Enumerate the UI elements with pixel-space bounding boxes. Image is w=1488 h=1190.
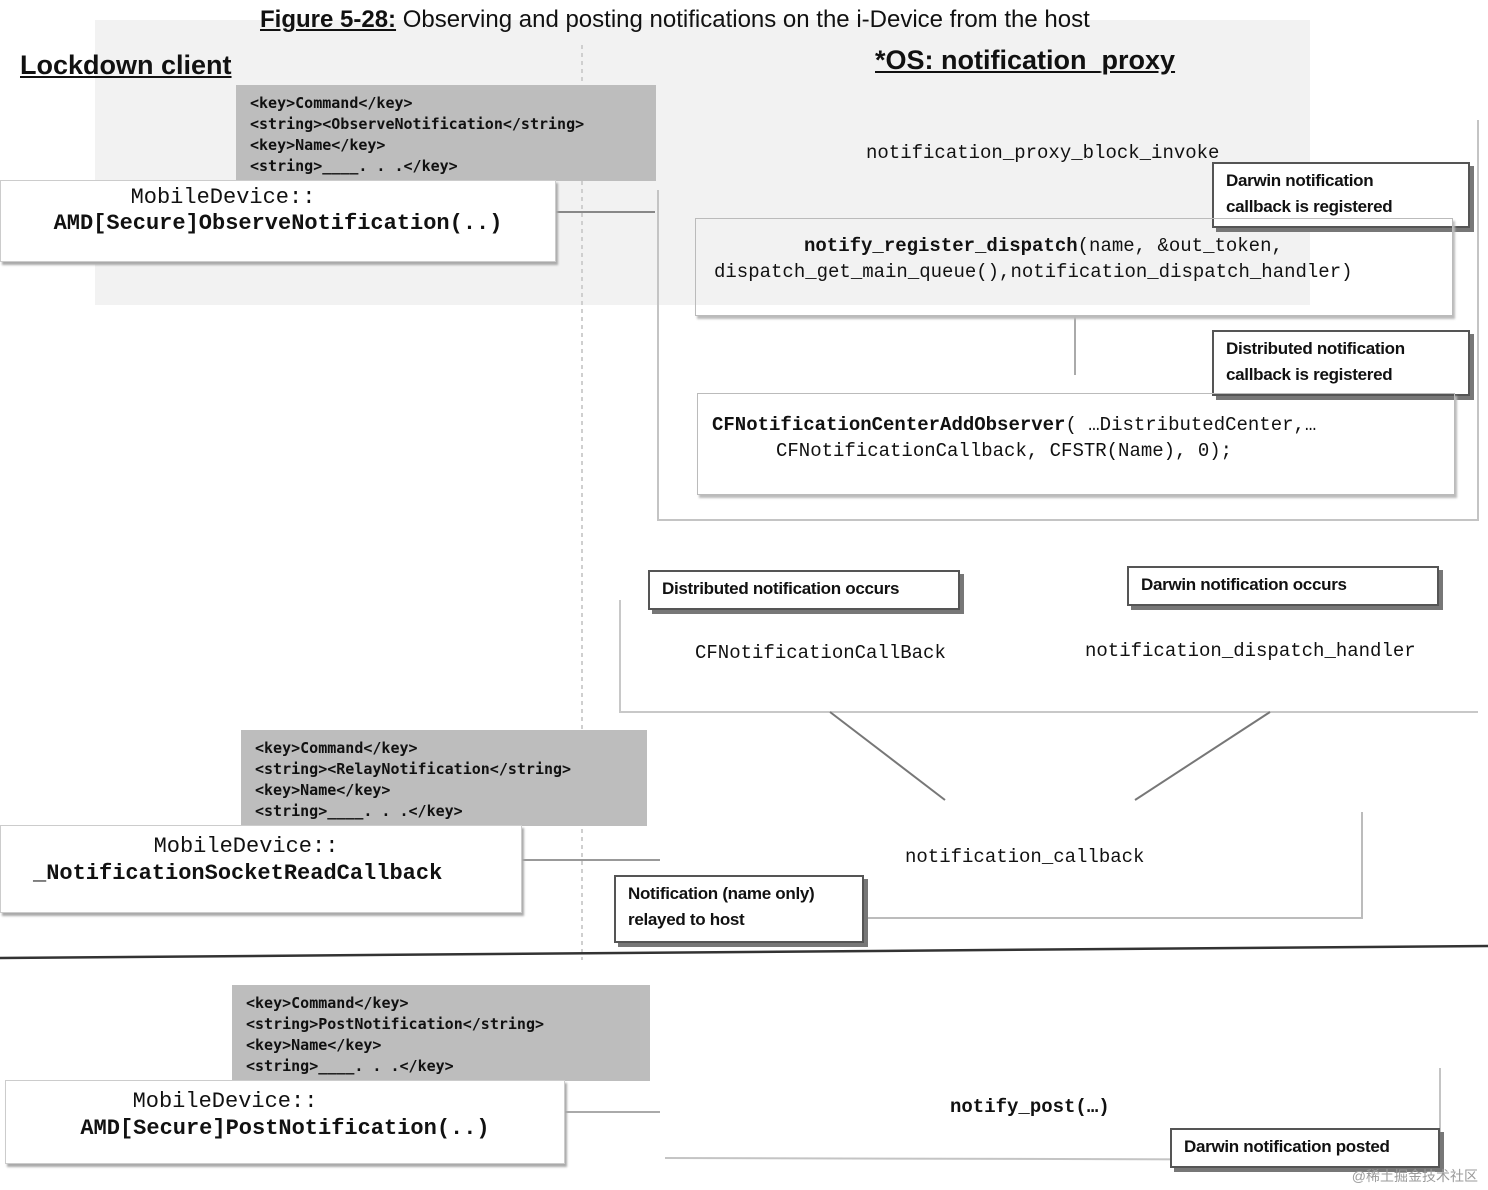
figure-title: Observing and posting notifications on t…	[396, 6, 1090, 33]
notify-register-args1: (name, &out_token,	[1077, 235, 1283, 257]
callout-line: Distributed notification occurs	[662, 579, 900, 598]
cf-add-observer-panel: CFNotificationCenterAddObserver( …Distri…	[697, 393, 1455, 495]
callout-line: Darwin notification occurs	[1141, 575, 1347, 594]
relay-func-namespace: MobileDevice::	[153, 834, 339, 859]
post-func-name: AMD[Secure]PostNotification(..)	[80, 1116, 490, 1141]
figure-caption: Figure 5-28: Observing and posting notif…	[260, 6, 1090, 34]
relay-function-box: MobileDevice:: _NotificationSocketReadCa…	[0, 825, 522, 913]
plist-line: <key>Name</key>	[250, 136, 386, 154]
plist-line: <string>____. . .</key>	[246, 1057, 454, 1075]
distributed-registered-callout: Distributed notification callback is reg…	[1212, 330, 1470, 396]
plist-line: <string><ObserveNotification</string>	[250, 115, 585, 133]
lockdown-client-header: Lockdown client	[20, 50, 232, 80]
post-panel-border	[664, 1068, 1441, 1162]
dispatch-handler-label: notification_dispatch_handler	[1085, 640, 1416, 662]
proxy-panel-border	[657, 120, 1479, 521]
post-function-box: MobileDevice:: AMD[Secure]PostNotificati…	[5, 1080, 565, 1164]
relay-func-name: _NotificationSocketReadCallback	[33, 861, 443, 886]
plist-line: <string>____. . .</key>	[250, 157, 458, 175]
notify-register-panel: notify_register_dispatch(name, &out_toke…	[695, 218, 1453, 316]
cf-add-observer-line1: CFNotificationCenterAddObserver( …Distri…	[712, 414, 1316, 436]
observe-func-namespace: MobileDevice::	[130, 185, 316, 210]
darwin-registered-callout: Darwin notification callback is register…	[1212, 162, 1470, 228]
relay-plist: <key>Command</key> <string><RelayNotific…	[241, 730, 647, 826]
plist-line: <key>Command</key>	[250, 94, 413, 112]
notify-register-fn: notify_register_dispatch	[804, 235, 1078, 257]
cf-add-observer-fn: CFNotificationCenterAddObserver	[712, 414, 1066, 436]
plist-line: <key>Name</key>	[255, 781, 391, 799]
callout-line: callback is registered	[1226, 365, 1393, 384]
block-invoke-label: notification_proxy_block_invoke	[866, 142, 1220, 164]
events-panel-border	[619, 600, 1478, 713]
callout-line: callback is registered	[1226, 197, 1393, 216]
plist-line: <string>PostNotification</string>	[246, 1015, 545, 1033]
callout-line: Distributed notification	[1226, 339, 1405, 358]
notify-register-args2: dispatch_get_main_queue(),notification_d…	[714, 261, 1353, 283]
figure-label: Figure 5-28:	[260, 6, 397, 33]
darwin-posted-callout: Darwin notification posted	[1170, 1128, 1440, 1168]
plist-line: <key>Command</key>	[246, 994, 409, 1012]
callout-line: Darwin notification	[1226, 171, 1374, 190]
cf-callback-label: CFNotificationCallBack	[695, 642, 946, 664]
distributed-occurs-callout: Distributed notification occurs	[648, 570, 960, 610]
cf-arrow	[829, 711, 946, 801]
observe-func-name: AMD[Secure]ObserveNotification(..)	[53, 211, 503, 236]
cf-add-observer-args1: ( …DistributedCenter,…	[1065, 414, 1317, 436]
section-separator	[0, 944, 1488, 960]
callout-line: Darwin notification posted	[1184, 1137, 1390, 1156]
post-func-namespace: MobileDevice::	[132, 1089, 318, 1114]
cf-add-observer-args2: CFNotificationCallback, CFSTR(Name), 0);	[776, 440, 1233, 462]
callout-line: Notification (name only)	[628, 884, 815, 903]
plist-line: <key>Command</key>	[255, 739, 418, 757]
notify-register-line1: notify_register_dispatch(name, &out_toke…	[804, 235, 1283, 257]
relayed-to-host-callout: Notification (name only) relayed to host	[614, 875, 864, 943]
plist-line: <string><RelayNotification</string>	[255, 760, 572, 778]
notify-post-label: notify_post(…)	[950, 1096, 1110, 1118]
observe-plist: <key>Command</key> <string><ObserveNotif…	[236, 85, 656, 181]
plist-line: <string>____. . .</key>	[255, 802, 463, 820]
darwin-occurs-callout: Darwin notification occurs	[1127, 566, 1439, 606]
notification-proxy-header: *OS: notification_proxy	[875, 45, 1176, 75]
callout-line: relayed to host	[628, 910, 745, 929]
watermark: @稀土掘金技术社区	[1351, 1168, 1478, 1184]
observe-function-box: MobileDevice:: AMD[Secure]ObserveNotific…	[0, 180, 556, 262]
post-plist: <key>Command</key> <string>PostNotificat…	[232, 985, 650, 1081]
notification-callback-label: notification_callback	[905, 846, 1145, 868]
darwin-arrow	[1134, 711, 1271, 801]
plist-line: <key>Name</key>	[246, 1036, 382, 1054]
